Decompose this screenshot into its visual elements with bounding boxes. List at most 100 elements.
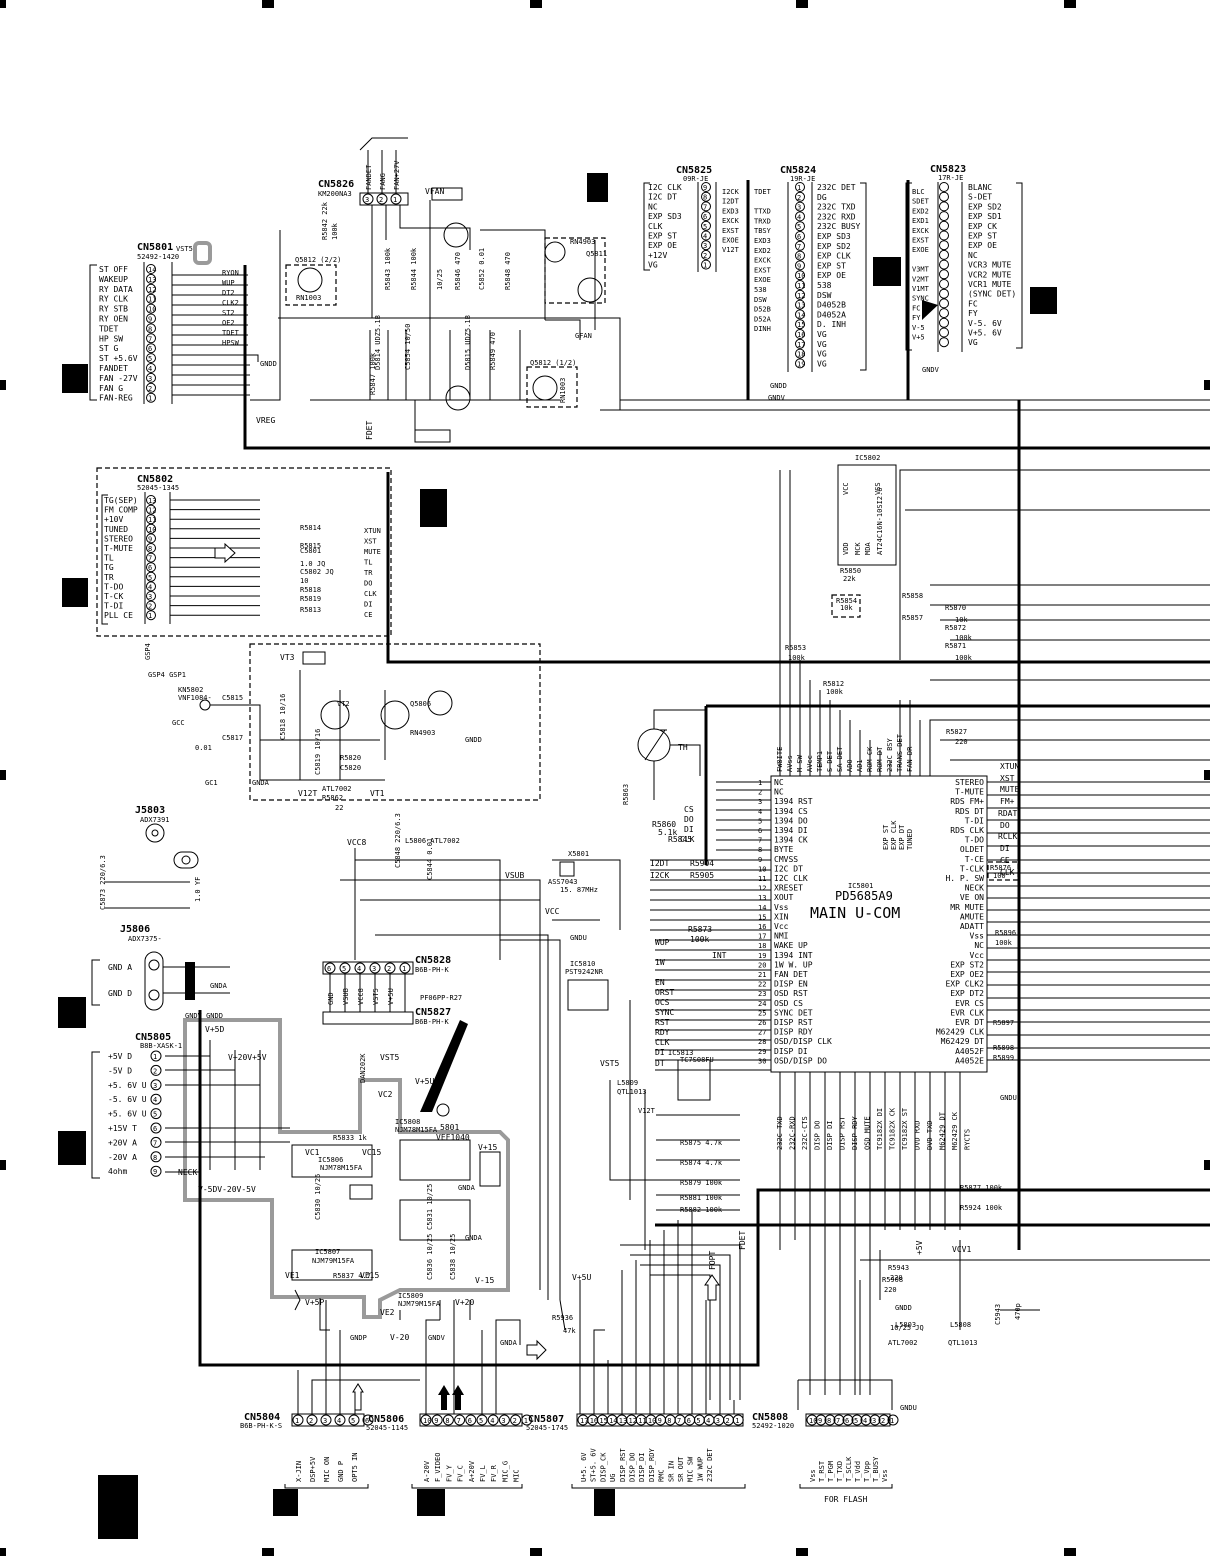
cn5824-pin-label: 232C DET [817, 183, 856, 192]
cn5825-name: CN5825 [676, 165, 712, 176]
main-ic-left-pin: DISP EN [774, 980, 808, 989]
main-ic-left-pin: DISP RST [774, 1018, 813, 1027]
cn5807-pin-number: 17 [580, 1417, 588, 1425]
svg-text:I2DT: I2DT [650, 859, 669, 868]
svg-text:R5837 4.7: R5837 4.7 [333, 1272, 371, 1280]
main-ic-left-pin-number: 4 [758, 808, 762, 816]
cn5825-pin-label: I2C CLK [648, 183, 682, 192]
svg-text:22: 22 [335, 804, 343, 812]
cn5801-pin-label: HP SW [99, 334, 123, 343]
cn5802-pin-marker [146, 552, 156, 563]
cn5802-pin-marker [146, 514, 156, 525]
svg-text:XTUN: XTUN [1000, 762, 1019, 771]
cn5802-pin-label: TL [104, 554, 114, 563]
cn5802-pin-marker [146, 562, 156, 573]
cn5801-pin-marker [146, 273, 156, 284]
svg-text:IC5807: IC5807 [315, 1248, 340, 1256]
cn5808-pin-number: 5 [854, 1417, 858, 1425]
ic-eeprom: IC5802 AT24C16N-10SI2.6 VDD MCK MDA VCC … [785, 454, 973, 746]
cn5823-net-label: V2MT [912, 275, 930, 283]
svg-text:VREG: VREG [256, 416, 275, 425]
cn5807-pin-label: DISP_DO [629, 1452, 637, 1482]
svg-text:R5850: R5850 [840, 567, 861, 575]
cn5806-pin-label: FV_R [490, 1464, 498, 1482]
cn5806-pin-number: 10 [423, 1417, 431, 1425]
main-ic-right-pin: EXP OE2 [950, 970, 984, 979]
main-ic-right-pin: T-CLK [960, 864, 984, 873]
cn5823-name: CN5823 [930, 164, 966, 175]
svg-text:100k: 100k [690, 935, 709, 944]
svg-text:GNDA: GNDA [458, 1184, 476, 1192]
svg-text:R5842 22k: R5842 22k [321, 201, 329, 240]
svg-text:RDY: RDY [655, 1028, 670, 1037]
cn5825-pin-label: EXP ST [648, 232, 677, 241]
main-ic-title: MAIN U-COM [810, 904, 900, 922]
cn5801-pin-label: RY STB [99, 305, 128, 314]
svg-text:NJM79M15FA: NJM79M15FA [398, 1300, 441, 1308]
main-ic-left-pin-number: 12 [758, 885, 766, 893]
main-ic-left-pin-number: 15 [758, 913, 766, 921]
cn5804-pin-label: OPT5 IN [351, 1452, 359, 1482]
cn5823-pin-marker [939, 279, 949, 289]
svg-text:MCK: MCK [854, 542, 862, 555]
svg-text:R5854: R5854 [836, 597, 857, 605]
cn5801-pin-marker [146, 372, 156, 383]
svg-text:100k: 100k [331, 222, 339, 240]
svg-text:R5860: R5860 [652, 820, 676, 829]
cn5805-pin-marker [150, 1079, 162, 1091]
svg-text:V+20: V+20 [455, 1298, 474, 1307]
svg-text:D5815 UDZ5.1B: D5815 UDZ5.1B [464, 315, 472, 370]
main-ic-left-pin: OSD/DISP DO [774, 1056, 827, 1065]
svg-text:GNDA: GNDA [210, 982, 228, 990]
svg-text:C5815: C5815 [222, 694, 243, 702]
cn5807-pin-number: 16 [590, 1417, 598, 1425]
svg-text:R5847 100k: R5847 100k [369, 352, 377, 395]
svg-text:VCC8: VCC8 [347, 838, 366, 847]
cn5823-net-label: V+5 [912, 334, 925, 342]
thermistor-th: TH R5863 [622, 709, 706, 805]
cn5801-pin-number: 8 [148, 325, 152, 333]
main-ic-left-pin: XOUT [774, 893, 793, 902]
cn5824-pin-label: 232C BUSY [817, 222, 861, 231]
cn5807-pin-label: DISP_CK [599, 1452, 607, 1482]
svg-text:R5845: R5845 [668, 835, 692, 844]
cn5808-pin-number: 2 [881, 1417, 885, 1425]
svg-text:X5801: X5801 [568, 850, 589, 858]
cn5824-pin-label: D4052B [817, 301, 846, 310]
cn5823-pin-marker [939, 182, 949, 192]
main-ic-left-pin: 1W W. UP [774, 960, 813, 969]
cn5806-pin-label: F_VIDEO [434, 1452, 442, 1482]
svg-text:R5875 4.7k: R5875 4.7k [680, 1139, 723, 1147]
main-ic-bottom-pin: RYCTS [964, 1129, 972, 1150]
svg-text:NECK: NECK [178, 1168, 197, 1177]
svg-text:GNDA: GNDA [500, 1339, 518, 1347]
svg-text:FM+: FM+ [1000, 797, 1015, 806]
cn5801-pin-number: 12 [148, 286, 156, 294]
svg-text:OCS: OCS [655, 998, 670, 1007]
main-ic-left-pin-number: 20 [758, 961, 766, 969]
cn5805-pin-number: 4 [153, 1096, 157, 1104]
main-ic-left-pin: BYTE [774, 845, 793, 854]
svg-text:CLK: CLK [655, 1038, 670, 1047]
svg-text:MUTE: MUTE [1000, 785, 1019, 794]
cn5801-pin-label: FANDET [99, 364, 128, 373]
cn5824-pin-marker [795, 309, 805, 320]
svg-text:GNDV GNDD: GNDV GNDD [185, 1012, 223, 1020]
svg-text:R5848 470: R5848 470 [504, 252, 512, 290]
svg-text:1.0 YF: 1.0 YF [194, 877, 202, 902]
cn5824-pin-label: DG [817, 193, 827, 202]
main-ic-left-pin-number: 16 [758, 923, 766, 931]
svg-text:220: 220 [890, 1274, 903, 1282]
cn5823-net-label: EXD2 [912, 207, 929, 215]
main-ic-right-pin: ADATT [960, 922, 984, 931]
cn5807-name: CN5807 [528, 1414, 564, 1425]
main-ic-right-pin: NECK [965, 884, 984, 893]
svg-text:10k: 10k [840, 604, 853, 612]
svg-text:VFAN: VFAN [425, 187, 444, 196]
main-ic-right-pin: AMUTE [960, 912, 984, 921]
cn5824-pin-label: 538 [817, 281, 832, 290]
cn5828-pin-marker [369, 962, 381, 974]
svg-text:R5908: R5908 [882, 1276, 903, 1284]
cn5808-pin-marker [824, 1414, 836, 1426]
